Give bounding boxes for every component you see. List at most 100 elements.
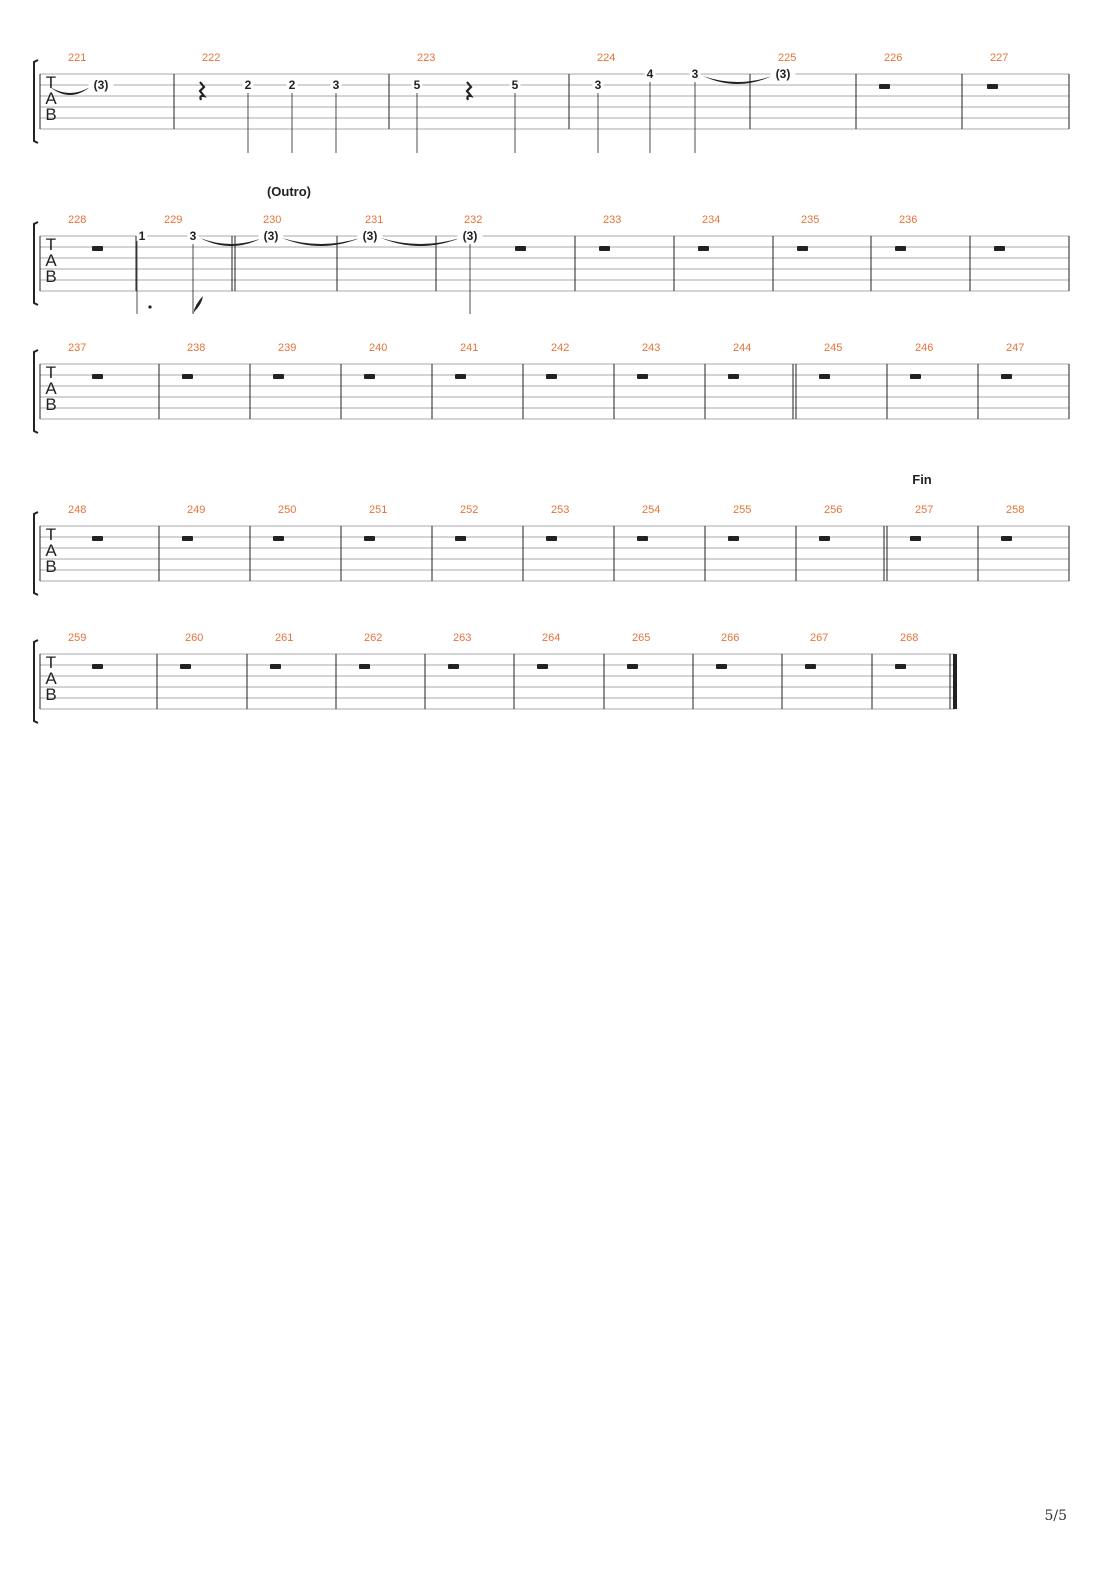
measure-number: 259 xyxy=(68,632,86,644)
whole-rest xyxy=(92,374,103,379)
measure-number: 260 xyxy=(185,632,203,644)
measure-number: 224 xyxy=(597,52,615,64)
tab-clef-letter: T xyxy=(46,653,56,672)
measure-number: 226 xyxy=(884,52,902,64)
measure-number: 229 xyxy=(164,214,182,226)
tab-clef-letter: B xyxy=(45,685,56,704)
tab-clef-letter: B xyxy=(45,105,56,124)
fret-bg xyxy=(187,228,199,242)
measure-number: 262 xyxy=(364,632,382,644)
system-bracket xyxy=(33,511,39,596)
whole-rest xyxy=(728,374,739,379)
measure-number: 245 xyxy=(824,342,842,354)
fret-bg xyxy=(88,77,114,91)
whole-rest xyxy=(546,374,557,379)
measure-number: 263 xyxy=(453,632,471,644)
measure-number: 252 xyxy=(460,504,478,516)
measure-number: 255 xyxy=(733,504,751,516)
whole-rest xyxy=(92,246,103,251)
measure-number: 268 xyxy=(900,632,918,644)
whole-rest xyxy=(546,536,557,541)
fret-bg xyxy=(689,66,701,80)
fret-number: 5 xyxy=(414,78,421,92)
measure-number: 246 xyxy=(915,342,933,354)
tab-clef-letter: B xyxy=(45,395,56,414)
whole-rest xyxy=(994,246,1005,251)
whole-rest xyxy=(364,536,375,541)
fret-bg xyxy=(242,77,254,91)
final-barline-thick xyxy=(953,654,957,709)
whole-rest xyxy=(359,664,370,669)
tie xyxy=(200,238,262,246)
whole-rest xyxy=(728,536,739,541)
whole-rest xyxy=(819,374,830,379)
measure-number: 264 xyxy=(542,632,560,644)
section-marker: (Outro) xyxy=(267,184,311,199)
whole-rest xyxy=(805,664,816,669)
measure-number: 240 xyxy=(369,342,387,354)
measure-number: 267 xyxy=(810,632,828,644)
whole-rest xyxy=(879,84,890,89)
fret-bg xyxy=(411,77,423,91)
fret-bg xyxy=(457,228,483,242)
measure-number: 266 xyxy=(721,632,739,644)
measure-number: 231 xyxy=(365,214,383,226)
tie xyxy=(381,238,460,246)
whole-rest xyxy=(448,664,459,669)
fret-bg xyxy=(357,228,383,242)
fret-bg xyxy=(770,66,796,80)
tab-clef-letter: B xyxy=(45,267,56,286)
fret-number: (3) xyxy=(94,78,109,92)
measure-number: 222 xyxy=(202,52,220,64)
measure-number: 225 xyxy=(778,52,796,64)
whole-rest xyxy=(273,536,284,541)
section-marker: Fin xyxy=(912,472,932,487)
measure-number: 230 xyxy=(263,214,281,226)
fret-number: (3) xyxy=(463,229,478,243)
fret-number: 5 xyxy=(512,78,519,92)
whole-rest xyxy=(599,246,610,251)
whole-rest xyxy=(182,536,193,541)
tab-clef-letter: A xyxy=(45,89,57,108)
fret-bg xyxy=(258,228,284,242)
system-bracket xyxy=(33,59,39,144)
whole-rest xyxy=(895,246,906,251)
whole-rest xyxy=(92,536,103,541)
tab-clef-letter: A xyxy=(45,541,57,560)
fret-bg xyxy=(509,77,521,91)
fret-number: (3) xyxy=(776,67,791,81)
whole-rest xyxy=(515,246,526,251)
measure-number: 253 xyxy=(551,504,569,516)
measure-number: 248 xyxy=(68,504,86,516)
measure-number: 239 xyxy=(278,342,296,354)
whole-rest xyxy=(1001,536,1012,541)
measure-number: 261 xyxy=(275,632,293,644)
fret-bg xyxy=(286,77,298,91)
whole-rest xyxy=(895,664,906,669)
measure-number: 235 xyxy=(801,214,819,226)
tab-clef-letter: B xyxy=(45,557,56,576)
tab-clef-letter: A xyxy=(45,251,57,270)
whole-rest xyxy=(797,246,808,251)
whole-rest xyxy=(455,374,466,379)
tie xyxy=(50,87,90,95)
system-bracket xyxy=(33,221,39,306)
whole-rest xyxy=(92,664,103,669)
whole-rest xyxy=(182,374,193,379)
measure-number: 238 xyxy=(187,342,205,354)
measure-number: 227 xyxy=(990,52,1008,64)
whole-rest xyxy=(364,374,375,379)
whole-rest xyxy=(637,536,648,541)
measure-number: 250 xyxy=(278,504,296,516)
measure-number: 258 xyxy=(1006,504,1024,516)
fret-number: 3 xyxy=(333,78,340,92)
tab-clef-letter: T xyxy=(46,525,56,544)
quarter-rest xyxy=(465,81,474,101)
